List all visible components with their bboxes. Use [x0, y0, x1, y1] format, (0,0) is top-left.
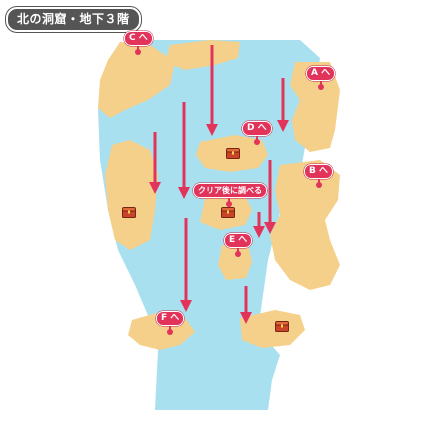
marker-d[interactable]: D へ — [242, 121, 272, 145]
land-northwest — [98, 42, 175, 118]
marker-e-label: E へ — [229, 235, 248, 245]
marker-d-label: D へ — [247, 123, 267, 133]
treasure-chest-icon[interactable] — [275, 321, 289, 332]
land-center-e — [218, 244, 252, 280]
location-pin-icon — [167, 326, 174, 335]
land-north-center — [165, 40, 240, 70]
location-pin-icon — [315, 179, 322, 188]
location-pin-icon — [135, 46, 142, 55]
map-title: 北の洞窟・地下３階 — [6, 7, 141, 32]
location-pin-icon — [253, 136, 260, 145]
land-west — [105, 140, 158, 250]
marker-after-clear[interactable]: クリア後に調べる — [193, 183, 267, 207]
marker-e[interactable]: E へ — [224, 233, 253, 257]
location-pin-icon — [226, 198, 232, 207]
location-pin-icon — [317, 81, 324, 90]
treasure-chest-icon[interactable] — [226, 148, 240, 159]
marker-f-label: F へ — [161, 313, 180, 323]
marker-f[interactable]: F へ — [156, 311, 185, 335]
land-east — [270, 160, 340, 290]
land-northeast — [290, 62, 340, 152]
marker-b[interactable]: B へ — [304, 164, 333, 188]
treasure-chest-icon[interactable] — [122, 207, 136, 218]
marker-c-label: C へ — [129, 33, 148, 43]
marker-a-label: A へ — [311, 68, 331, 78]
marker-after-clear-label: クリア後に調べる — [198, 186, 262, 195]
marker-c[interactable]: C へ — [124, 31, 153, 55]
land-southeast — [240, 310, 305, 348]
marker-a[interactable]: A へ — [306, 66, 336, 90]
marker-b-label: B へ — [309, 166, 328, 176]
treasure-chest-icon[interactable] — [221, 207, 235, 218]
location-pin-icon — [235, 248, 242, 257]
